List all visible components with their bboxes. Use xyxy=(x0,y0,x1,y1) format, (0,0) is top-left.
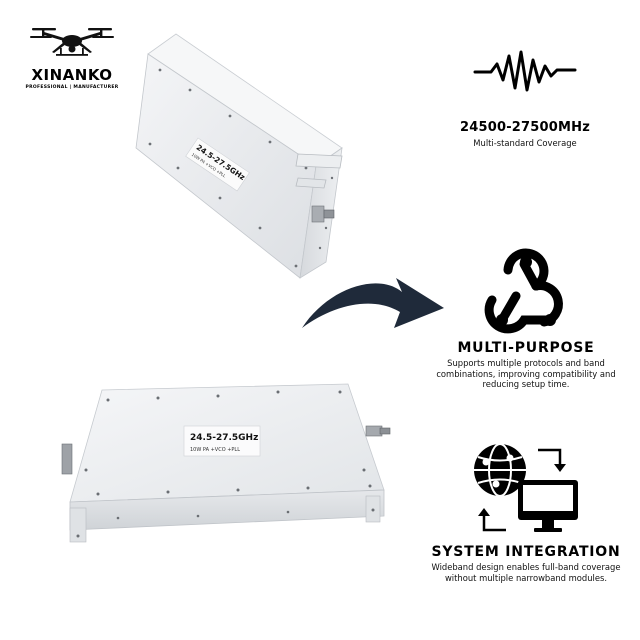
feature-title: SYSTEM INTEGRATION xyxy=(431,544,621,560)
feature-title: MULTI-PURPOSE xyxy=(457,340,595,356)
amplifier-module-top-image: 24.5-27.5GHz 10W PA +VCO +PLL xyxy=(135,33,343,279)
brand-tagline: PROFESSIONAL | MANUFACTURER xyxy=(25,85,119,90)
drone-icon xyxy=(30,28,114,56)
feature-title: 24500-27500MHz xyxy=(459,120,591,135)
brand-logo: XINANKO PROFESSIONAL | MANUFACTURER xyxy=(22,22,122,92)
brand-name: XINANKO xyxy=(31,66,113,84)
feature-multi-purpose: MULTI-PURPOSE Supports multiple protocol… xyxy=(430,240,622,390)
feature-system-integration: SYSTEM INTEGRATION Wideband design enabl… xyxy=(426,440,626,583)
feature-description: Supports multiple protocols and band com… xyxy=(436,358,616,389)
waveform-icon xyxy=(473,50,577,92)
globe-monitor-sync-icon xyxy=(474,443,578,532)
webhook-icon xyxy=(484,248,563,334)
bottom-label-spec: 10W PA +VCO +PLL xyxy=(190,447,240,453)
curved-arrow-icon xyxy=(302,278,444,328)
feature-frequency: 24500-27500MHz Multi-standard Coverage xyxy=(445,50,605,149)
amplifier-module-bottom-image: 24.5-27.5GHz 10W PA +VCO +PLL xyxy=(61,383,391,543)
feature-description: Multi-standard Coverage xyxy=(473,138,577,148)
feature-description: Wideband design enables full-band covera… xyxy=(431,562,621,583)
bottom-label-freq: 24.5-27.5GHz xyxy=(190,433,258,443)
